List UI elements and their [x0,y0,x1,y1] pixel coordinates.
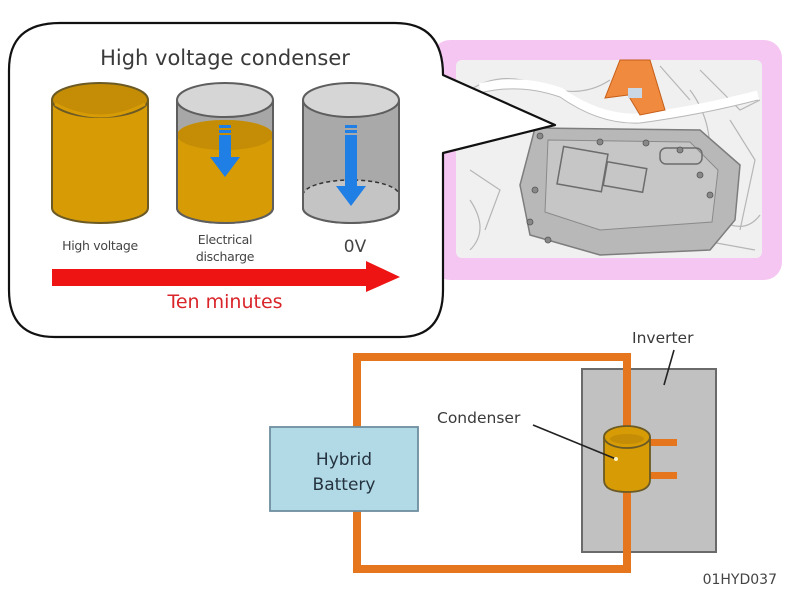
condenser-stub-lower [648,472,677,479]
battery-label-line1: Hybrid [316,450,372,470]
inverter-label: Inverter [632,329,694,347]
hybrid-battery-box [269,426,419,512]
stage-label-high-voltage: High voltage [62,238,138,253]
stage-label-discharge-line1: Electrical [198,232,252,247]
circuit-wire [353,353,631,573]
cylinder-zero-volt [302,82,400,224]
coolant-pipe [478,79,760,123]
stage-label-discharge-line2: discharge [196,249,255,264]
time-arrow-icon [52,261,400,292]
timeline-label: Ten minutes [166,291,282,313]
bolts [526,132,714,244]
bubble-title: High voltage condenser [100,46,350,70]
cylinder-high-voltage [51,82,149,224]
inverter-leader-line [663,349,675,386]
stage-label-zero-volt: 0V [344,237,367,257]
condenser-component [603,425,651,493]
circuit-diagram: Hybrid Battery Condenser Inverter [269,329,717,573]
orange-cable [604,59,666,116]
battery-label-line2: Battery [313,475,376,495]
discharge-arrow-icon [210,125,240,177]
condenser-stub-upper [648,439,677,446]
cylinder-discharging [176,82,274,224]
condenser-leader-line [532,424,617,460]
figure-code: 01HYD037 [703,572,777,588]
inverter-photo [432,40,782,280]
discharge-arrow-icon [336,125,366,206]
condenser-label: Condenser [437,409,521,427]
